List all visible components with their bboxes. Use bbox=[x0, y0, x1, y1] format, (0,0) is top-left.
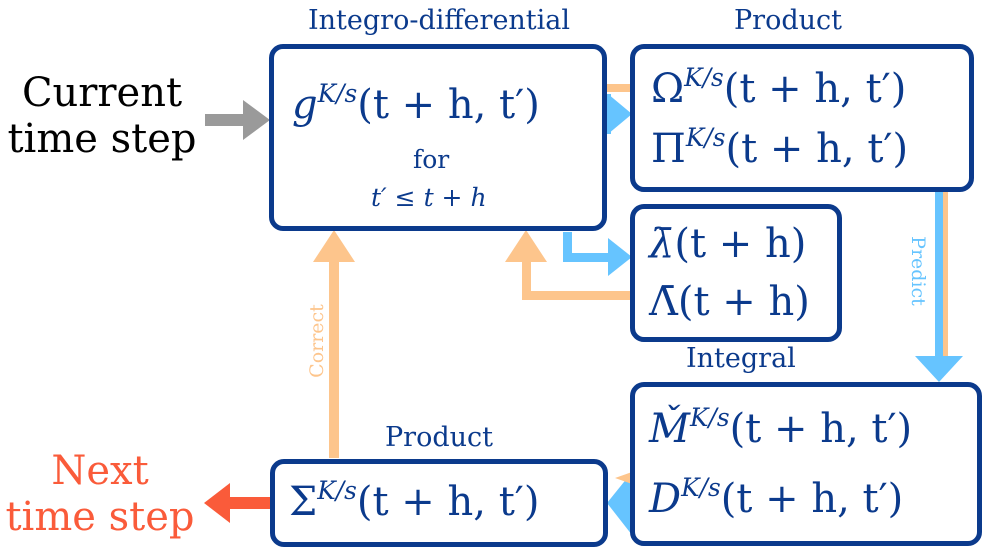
product-top-line1: ΩK/s(t + h, t′) bbox=[651, 63, 906, 112]
lambda-big-func: Λ̄ bbox=[649, 279, 678, 325]
integral-box: M̌K/s(t + h, t′) DK/s(t + h, t′) bbox=[630, 382, 982, 546]
next-line1: Next bbox=[51, 448, 149, 494]
sigma-expression: ΣK/s(t + h, t′) bbox=[289, 476, 539, 525]
m-args: (t + h, t′) bbox=[729, 406, 913, 453]
omega-superscript: K/s bbox=[684, 63, 724, 92]
integro-condition: t′ ≤ t + h bbox=[371, 183, 487, 212]
pi-superscript: K/s bbox=[685, 123, 726, 152]
pi-func: Π bbox=[651, 126, 686, 173]
integro-func: g bbox=[292, 82, 318, 129]
integro-box-title: Integro-differential bbox=[308, 5, 571, 36]
integral-title: Integral bbox=[686, 343, 796, 374]
m-func: M̌ bbox=[649, 406, 690, 453]
output-arrow bbox=[204, 483, 273, 523]
current-time-step-label: Current time step bbox=[2, 70, 202, 162]
next-time-step-label: Next time step bbox=[0, 448, 200, 540]
lambda-line2: Λ̄(t + h) bbox=[649, 279, 810, 325]
lambda-small-args: (t + h) bbox=[674, 221, 807, 267]
product-bottom-box: ΣK/s(t + h, t′) bbox=[270, 459, 608, 547]
product-top-box: ΩK/s(t + h, t′) ΠK/s(t + h, t′) bbox=[630, 44, 974, 192]
product-top-title: Product bbox=[734, 5, 842, 36]
integro-args: (t + h, t′) bbox=[357, 82, 540, 129]
lambda-line1: λ̄(t + h) bbox=[649, 221, 806, 267]
next-line2: time step bbox=[5, 494, 195, 540]
omega-args: (t + h, t′) bbox=[723, 66, 907, 113]
predict-arrow-integro-to-product bbox=[605, 84, 632, 134]
correct-arrow-lambda-to-integro bbox=[505, 230, 632, 300]
correct-label: Correct bbox=[306, 304, 328, 378]
d-func: D bbox=[649, 476, 682, 523]
correct-arrow-product-to-integro bbox=[313, 230, 355, 458]
d-args: (t + h, t′) bbox=[720, 476, 904, 523]
m-superscript: K/s bbox=[689, 403, 730, 432]
integro-differential-box: gK/s(t + h, t′) for t′ ≤ t + h bbox=[269, 44, 607, 231]
integro-for-text: for bbox=[413, 145, 450, 174]
integro-main-expression: gK/s(t + h, t′) bbox=[292, 79, 540, 128]
omega-func: Ω bbox=[651, 66, 685, 113]
integro-superscript: K/s bbox=[317, 79, 358, 108]
sigma-func: Σ bbox=[289, 479, 318, 526]
current-line1: Current bbox=[21, 70, 183, 116]
lambda-box: λ̄(t + h) Λ̄(t + h) bbox=[630, 204, 842, 342]
current-line2: time step bbox=[7, 116, 197, 162]
d-superscript: K/s bbox=[681, 473, 721, 502]
predict-arrow-product-to-integral bbox=[915, 190, 963, 382]
sigma-superscript: K/s bbox=[317, 476, 357, 505]
arrow-integral-to-product bbox=[607, 472, 632, 535]
sigma-args: (t + h, t′) bbox=[356, 479, 540, 526]
lambda-small-func: λ̄ bbox=[649, 221, 675, 267]
product-top-line2: ΠK/s(t + h, t′) bbox=[651, 123, 908, 172]
predict-arrow-integro-to-lambda bbox=[563, 232, 632, 276]
input-arrow bbox=[205, 100, 270, 140]
pi-args: (t + h, t′) bbox=[725, 126, 909, 173]
product-bottom-title: Product bbox=[385, 422, 493, 453]
predict-label: Predict bbox=[907, 236, 929, 306]
integral-line1: M̌K/s(t + h, t′) bbox=[649, 403, 912, 452]
lambda-big-args: (t + h) bbox=[677, 279, 810, 325]
integral-line2: DK/s(t + h, t′) bbox=[649, 473, 903, 522]
